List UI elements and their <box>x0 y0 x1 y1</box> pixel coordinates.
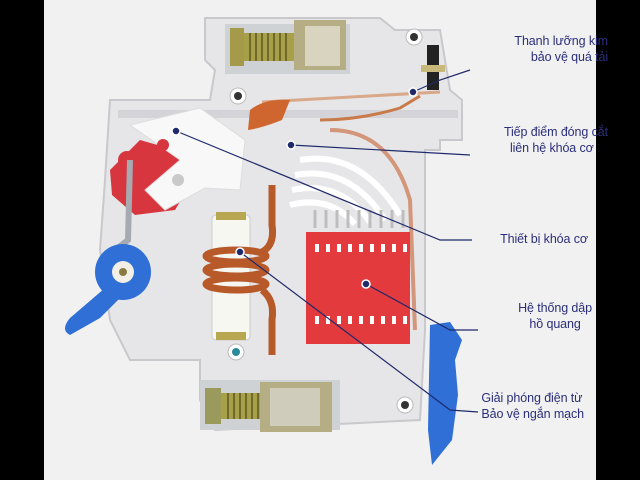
housing <box>98 17 463 432</box>
arc-chute <box>306 210 410 344</box>
label-contact: Tiếp điểm đóng cắt liên hệ khóa cơ <box>504 124 608 156</box>
leader-lines <box>175 69 479 413</box>
top-terminal <box>225 20 350 74</box>
bimetal-strip <box>248 45 445 130</box>
locking-mechanism <box>98 107 246 265</box>
label-magnetic-line1: Giải phóng điện từ <box>481 391 583 405</box>
label-arc-line1: Hệ thống dập <box>518 301 592 315</box>
label-bimetal-line1: Thanh lưỡng kim <box>514 34 608 48</box>
label-contact-line1: Tiếp điểm đóng cắt <box>503 125 608 139</box>
label-contact-line2: liên hệ khóa cơ <box>509 141 594 155</box>
trip-indicator <box>428 322 462 465</box>
label-bimetal-overload: Thanh lưỡng kim bảo vệ quá tải <box>514 33 608 65</box>
label-arc-chute: Hệ thống dập hồ quang <box>518 300 592 332</box>
label-magnetic-release: Giải phóng điện từ Bảo vệ ngắn mạch <box>481 390 584 422</box>
arc-runners <box>289 155 403 227</box>
operating-handle <box>65 244 151 335</box>
marker-dots <box>171 87 418 289</box>
label-locking-device: Thiết bị khóa cơ <box>500 231 588 247</box>
label-lock-line1: Thiết bị khóa cơ <box>500 232 588 246</box>
label-bimetal-line2: bảo vệ quá tải <box>530 50 608 64</box>
label-magnetic-line2: Bảo vệ ngắn mạch <box>481 407 584 421</box>
bottom-terminal <box>200 380 340 432</box>
label-arc-line2: hồ quang <box>529 317 581 331</box>
